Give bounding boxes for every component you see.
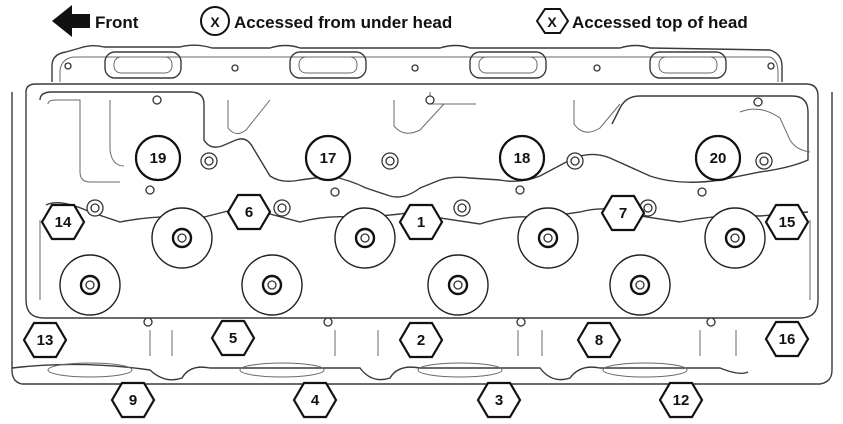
bolt-5-badge: 5 xyxy=(210,319,256,357)
bolt-18-badge: 18 xyxy=(498,134,546,182)
bolt-12-label: 12 xyxy=(673,392,690,409)
bolt-13-badge: 13 xyxy=(22,321,68,359)
bolt-15-badge: 15 xyxy=(764,203,810,241)
bolt-8-label: 8 xyxy=(595,332,603,349)
top-head-symbol-label: X xyxy=(547,14,557,30)
top-head-bolt-badges: 14 6 1 7 15 13 5 2 xyxy=(22,193,810,419)
bolt-9-label: 9 xyxy=(129,392,137,409)
legend: Front X Accessed from under head X Acces… xyxy=(52,5,748,37)
front-label: Front xyxy=(95,13,139,32)
bolt-7-label: 7 xyxy=(619,205,627,222)
bolt-9-badge: 9 xyxy=(110,381,156,419)
bolt-17-badge: 17 xyxy=(304,134,352,182)
bolt-3-label: 3 xyxy=(495,392,503,409)
bolt-7-badge: 7 xyxy=(600,194,646,232)
bolt-20-badge: 20 xyxy=(694,134,742,182)
bolt-1-badge: 1 xyxy=(398,203,444,241)
bolt-12-badge: 12 xyxy=(658,381,704,419)
bolt-4-badge: 4 xyxy=(292,381,338,419)
bolt-13-label: 13 xyxy=(37,332,54,349)
bolt-15-label: 15 xyxy=(779,214,796,231)
under-head-symbol xyxy=(200,6,230,36)
bolt-14-label: 14 xyxy=(55,214,72,231)
bolt-8-badge: 8 xyxy=(576,321,622,359)
under-head-symbol-label: X xyxy=(210,14,220,30)
bolt-6-badge: 6 xyxy=(226,193,272,231)
bolt-4-label: 4 xyxy=(311,392,320,409)
left-arrow-icon xyxy=(52,5,90,37)
bolt-16-badge: 16 xyxy=(764,320,810,358)
bolt-14-badge: 14 xyxy=(40,203,86,241)
bolt-1-label: 1 xyxy=(417,214,425,231)
bolt-19-label: 19 xyxy=(150,150,167,167)
bolt-16-label: 16 xyxy=(779,331,796,348)
bolt-17-label: 17 xyxy=(320,150,337,167)
bolt-6-label: 6 xyxy=(245,204,253,221)
bolt-19-badge: 19 xyxy=(134,134,182,182)
top-head-symbol xyxy=(535,8,570,34)
cylinder-head-drawing xyxy=(11,44,833,385)
bolt-2-badge: 2 xyxy=(398,321,444,359)
under-head-bolt-badges: 19 17 18 20 xyxy=(134,134,742,182)
top-head-legend-label: Accessed top of head xyxy=(572,13,748,32)
bolt-20-label: 20 xyxy=(710,150,727,167)
bolt-3-badge: 3 xyxy=(476,381,522,419)
bolt-18-label: 18 xyxy=(514,150,531,167)
bolt-5-label: 5 xyxy=(229,330,237,347)
bolt-2-label: 2 xyxy=(417,332,425,349)
under-head-legend-label: Accessed from under head xyxy=(234,13,452,32)
